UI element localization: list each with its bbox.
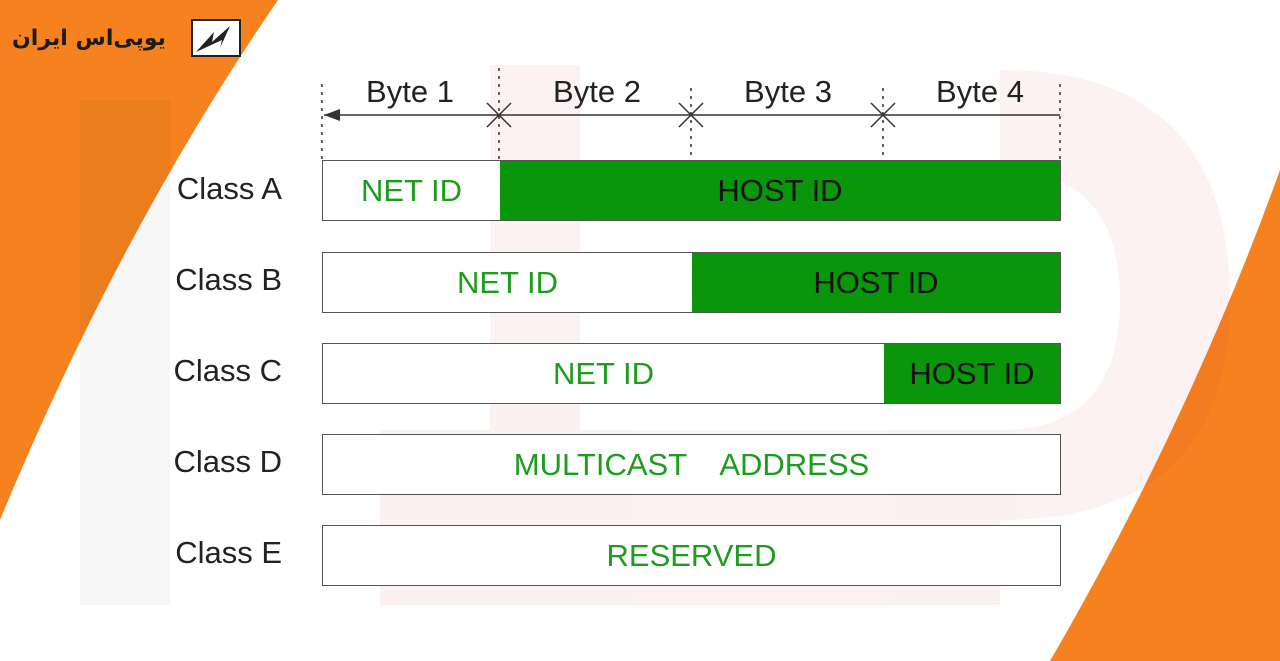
class-b-host-id: HOST ID <box>692 253 1060 312</box>
class-c-label: Class C <box>173 353 282 388</box>
byte-label-2: Byte 2 <box>553 74 641 109</box>
byte-label-4: Byte 4 <box>936 74 1024 109</box>
class-d-label: Class D <box>173 444 282 479</box>
brand-logo[interactable]: یوپی‌اس ایران <box>6 12 246 62</box>
class-d-multicast: MULTICAST ADDRESS <box>513 446 870 482</box>
class-e-row: RESERVED <box>322 525 1061 586</box>
byte-label-3: Byte 3 <box>744 74 832 109</box>
class-a-label: Class A <box>176 171 282 206</box>
byte-label-1: Byte 1 <box>366 74 454 109</box>
class-a-net-id: NET ID <box>323 161 500 220</box>
class-c-row: NET ID HOST ID <box>322 343 1061 404</box>
class-a-host-id: HOST ID <box>500 161 1060 220</box>
class-e-label: Class E <box>175 535 282 570</box>
brand-name: یوپی‌اس ایران <box>12 26 166 51</box>
class-c-net-id: NET ID <box>323 344 884 403</box>
orange-right-shape <box>1050 170 1280 661</box>
class-e-reserved: RESERVED <box>606 537 777 573</box>
class-c-host-id: HOST ID <box>884 344 1060 403</box>
cross-markers <box>486 102 896 128</box>
left-arrow-icon <box>324 109 340 121</box>
class-b-label: Class B <box>175 262 282 297</box>
class-a-row: NET ID HOST ID <box>322 160 1061 221</box>
class-b-row: NET ID HOST ID <box>322 252 1061 313</box>
class-b-net-id: NET ID <box>323 253 692 312</box>
ups-logo-icon <box>191 19 241 57</box>
orange-left-shape <box>0 0 278 520</box>
class-d-row: MULTICAST ADDRESS <box>322 434 1061 495</box>
